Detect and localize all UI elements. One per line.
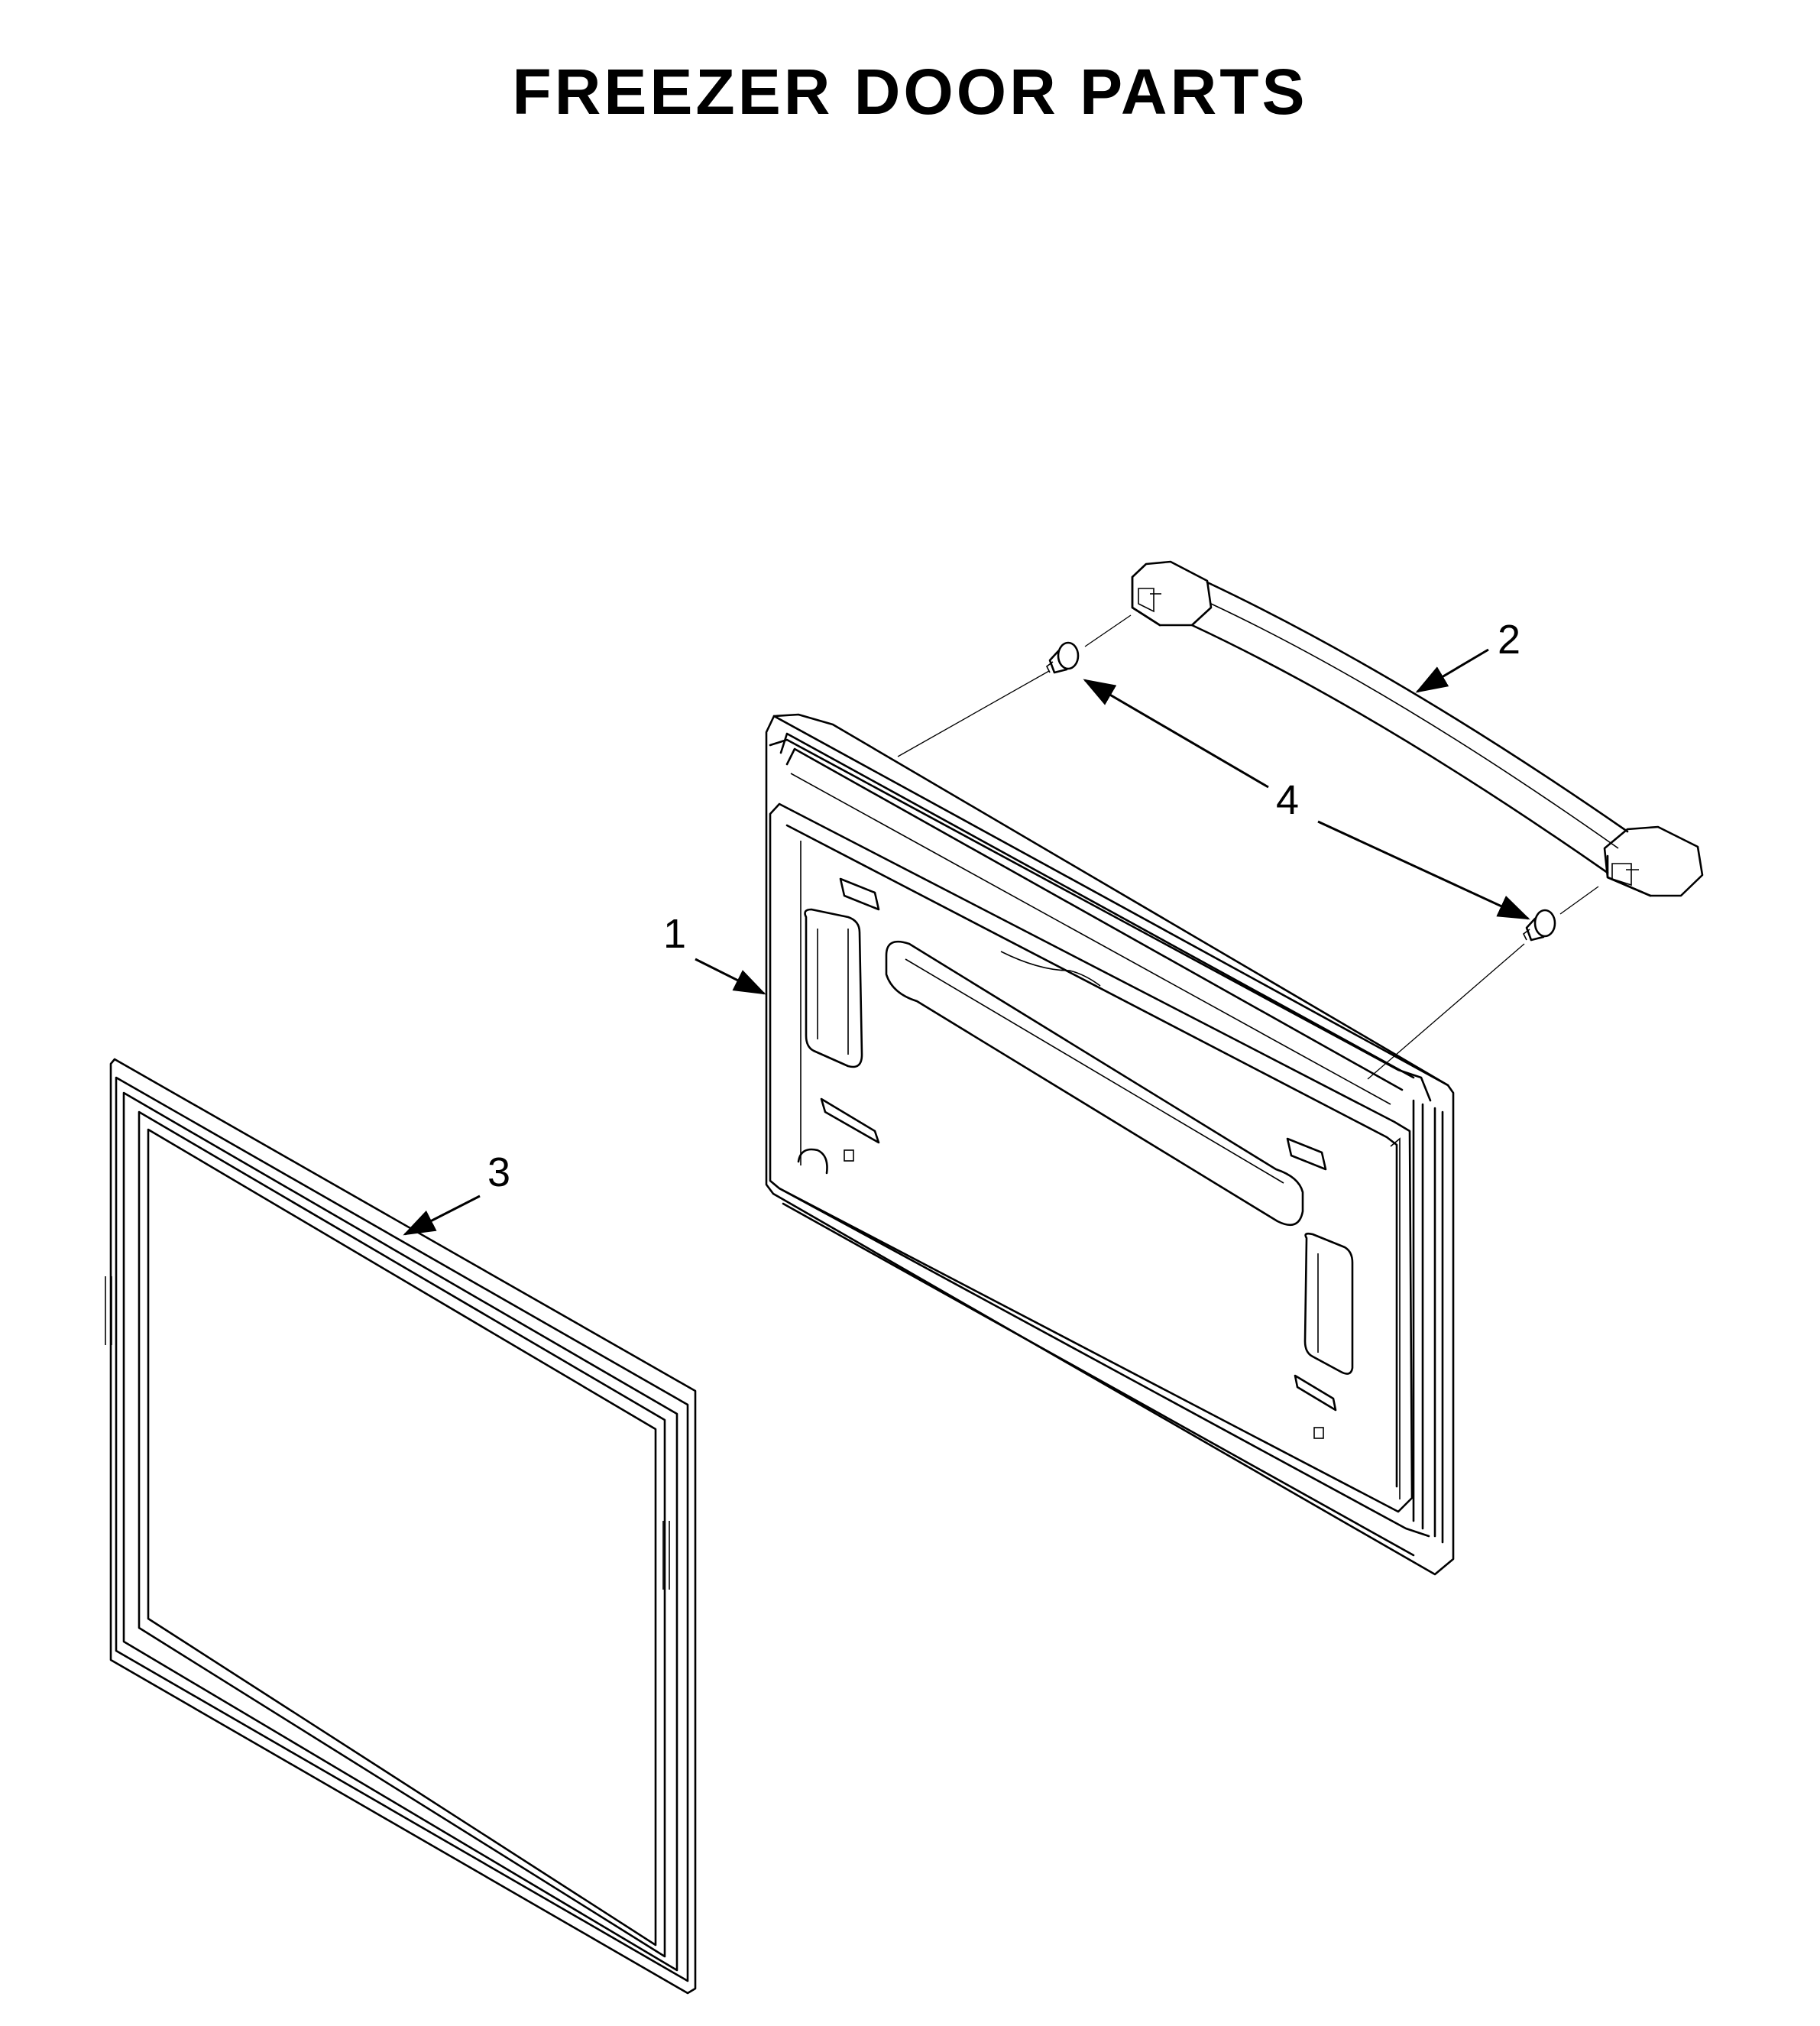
page-title: FREEZER DOOR PARTS (512, 56, 1308, 128)
callout-4: 4 (1083, 679, 1530, 920)
callout-label-1: 1 (663, 911, 686, 957)
assembly-lines (897, 614, 1599, 1080)
door-panel-part (765, 713, 1455, 1576)
callout-arrow-4b (1317, 820, 1530, 920)
callout-arrow-2 (1415, 648, 1489, 693)
screw-part-right (1522, 909, 1556, 942)
handle-part (1131, 560, 1704, 897)
callout-arrow-1 (695, 958, 766, 995)
callout-2: 2 (1415, 617, 1520, 693)
callout-label-2: 2 (1498, 617, 1520, 663)
gasket-part (105, 1058, 697, 1995)
callout-label-4: 4 (1276, 777, 1299, 823)
callout-label-3: 3 (487, 1149, 510, 1195)
callout-arrow-4a (1083, 679, 1269, 789)
callout-1: 1 (663, 911, 766, 995)
callout-arrow-3 (403, 1195, 481, 1236)
screw-part-left (1045, 641, 1080, 674)
callout-3: 3 (403, 1149, 510, 1236)
